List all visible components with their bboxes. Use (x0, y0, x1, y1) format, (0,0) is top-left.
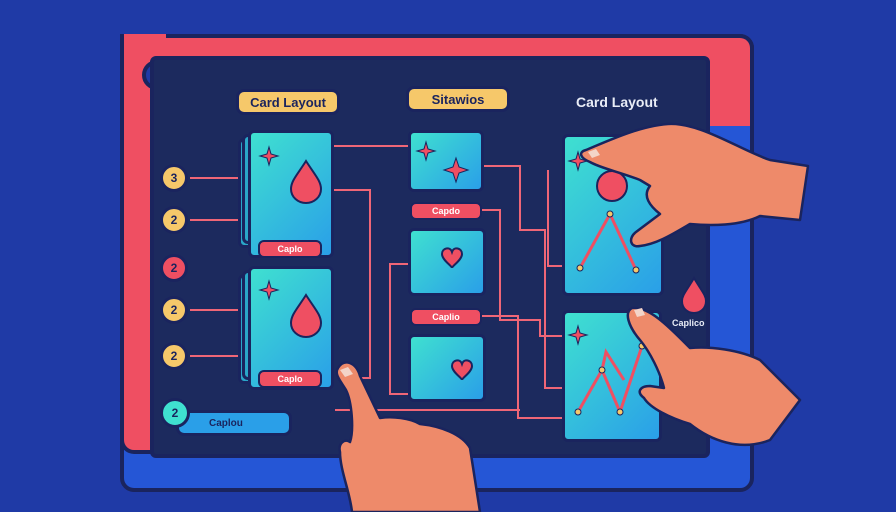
hand-illustrations (0, 0, 896, 512)
